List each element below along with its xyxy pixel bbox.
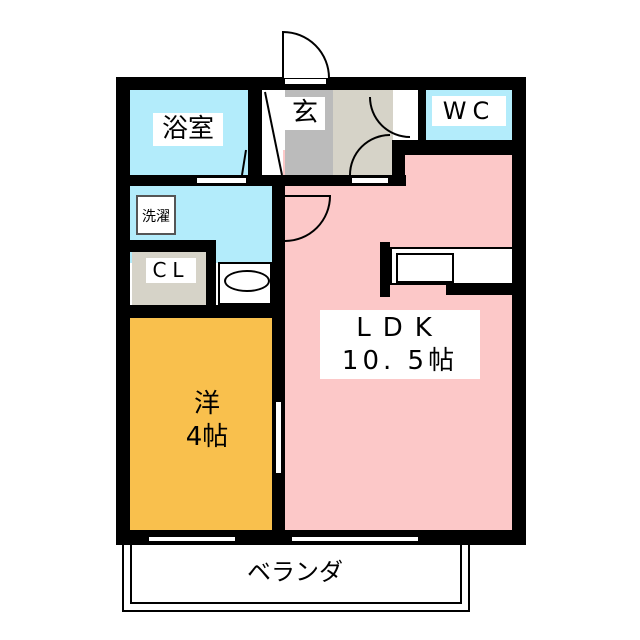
wall — [512, 77, 526, 545]
wall — [130, 240, 216, 252]
bath-label: 浴室 — [153, 113, 223, 146]
sliding-door[interactable] — [274, 400, 283, 475]
wall — [206, 240, 216, 310]
balcony-label: ベランダ — [247, 558, 343, 586]
wall — [248, 90, 262, 185]
entrance-label: 玄 — [285, 97, 325, 130]
wall — [116, 175, 406, 186]
ldk-name: LDK — [356, 313, 444, 343]
wall — [392, 140, 526, 155]
window — [195, 176, 248, 185]
kitchen-wall — [446, 285, 514, 295]
window — [350, 176, 390, 185]
laundry-label: 洗濯 — [136, 195, 176, 235]
balcony-inner — [130, 545, 462, 604]
kitchen-wall — [380, 242, 390, 297]
hall-area — [333, 90, 393, 178]
closet-label: CL — [146, 258, 196, 283]
window — [290, 535, 420, 543]
ldk-size: 10. 5帖 — [341, 345, 459, 376]
window — [147, 535, 237, 543]
wc-label: WC — [432, 96, 506, 126]
western-size: 4帖 — [185, 421, 229, 452]
balcony — [122, 545, 470, 612]
wall — [418, 90, 426, 142]
wall — [116, 77, 130, 545]
kitchen-sink — [396, 253, 454, 283]
western-label: 洋 4帖 — [172, 388, 242, 453]
western-name: 洋 — [193, 389, 220, 419]
ldk-label: LDK 10. 5帖 — [320, 310, 480, 379]
sink-basin — [224, 270, 270, 292]
wall — [130, 305, 275, 318]
